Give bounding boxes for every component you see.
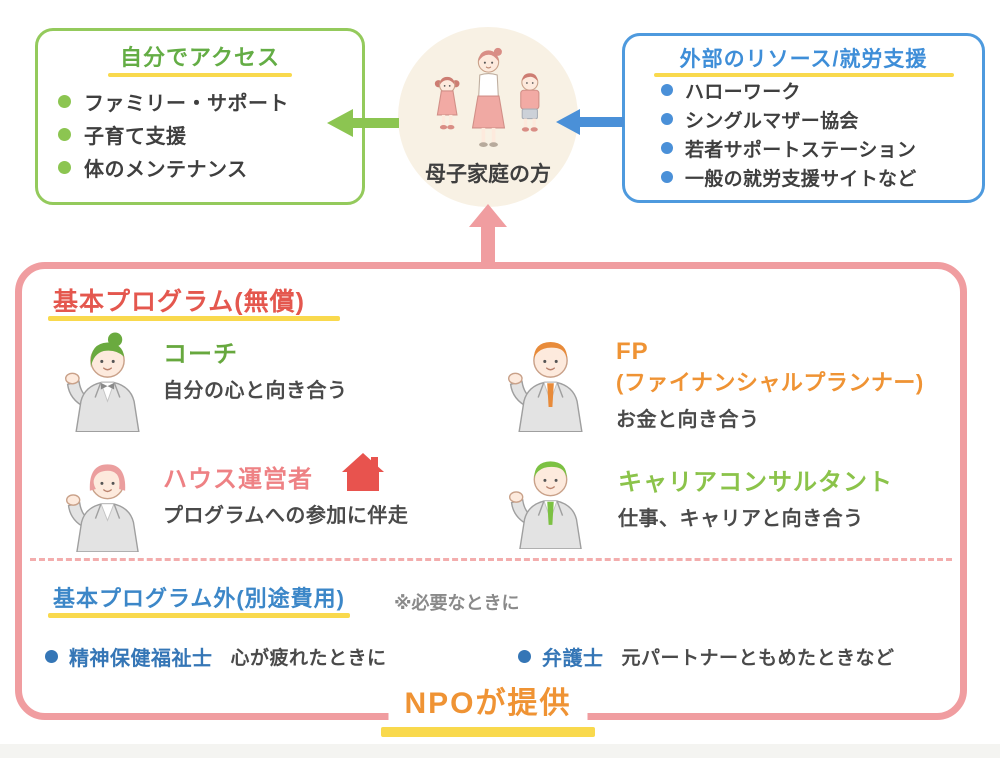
role-desc: 自分の心と向き合う — [163, 380, 348, 402]
extra-program-note: ※必要なときに — [394, 593, 520, 613]
list-item-label: 子育て支援 — [84, 125, 187, 148]
list-item-label: シングルマザー協会 — [685, 110, 859, 132]
role-fp: FP (ファイナンシャルプランナー) お金と向き合う — [616, 337, 924, 435]
specialist-name: 弁護士 — [542, 647, 604, 670]
bullet-icon — [45, 649, 58, 663]
green-arrow-left-icon — [327, 109, 399, 137]
program-title-underline — [48, 316, 340, 321]
list-item-label: 若者サポートステーション — [685, 139, 917, 161]
external-resources-list: ハローワーク シングルマザー協会 若者サポートステーション 一般の就労支援サイト… — [661, 79, 917, 190]
list-item-label: ファミリー・サポート — [84, 92, 289, 115]
list-item: 一般の就労支援サイトなど — [661, 166, 917, 190]
external-resources-title: 外部のリソース/就労支援 — [679, 48, 928, 71]
family-illustration — [434, 47, 540, 147]
role-desc: 仕事、キャリアと向き合う — [618, 508, 864, 530]
role-house-manager: ハウス運営者 プログラムへの参加に伴走 — [163, 465, 408, 531]
list-item: 若者サポートステーション — [661, 137, 917, 161]
role-coach: コーチ 自分の心と向き合う — [163, 340, 348, 406]
role-desc: お金と向き合う — [616, 409, 760, 431]
career-consultant-illustration — [509, 461, 582, 549]
role-name: キャリアコンサルタント — [618, 469, 893, 496]
list-item: シングルマザー協会 — [661, 108, 917, 132]
program-box: 基本プログラム(無償) コーチ 自分の心と向き合う — [15, 262, 967, 720]
self-access-list: ファミリー・サポート 子育て支援 体のメンテナンス — [58, 89, 289, 181]
bullet-icon — [58, 94, 71, 108]
role-name: ハウス運営者 — [163, 466, 313, 493]
npo-footer-label: NPOが提供 — [388, 684, 588, 724]
role-name: コーチ — [163, 341, 238, 368]
coach-illustration — [64, 332, 140, 432]
list-item: ハローワーク — [661, 79, 917, 103]
external-resources-title-underline — [653, 73, 954, 77]
external-resources-box: 外部のリソース/就労支援 ハローワーク シングルマザー協会 若者サポートステーシ… — [622, 33, 985, 203]
bullet-icon — [58, 160, 71, 174]
pink-arrow-up-icon — [469, 204, 507, 263]
role-career-consultant: キャリアコンサルタント 仕事、キャリアと向き合う — [618, 468, 893, 534]
extra-program-title: 基本プログラム外(別途費用) — [53, 586, 345, 611]
list-item: 弁護士 元パートナーともめたときなど — [518, 643, 895, 670]
blue-arrow-left-icon — [556, 109, 624, 135]
role-name-sub: (ファイナンシャルプランナー) — [616, 370, 924, 395]
self-access-box: 自分でアクセス ファミリー・サポート 子育て支援 体のメンテナンス — [35, 28, 365, 205]
house-manager-illustration — [66, 464, 139, 552]
bullet-icon — [661, 113, 673, 125]
self-access-title: 自分でアクセス — [120, 45, 280, 70]
house-icon — [342, 453, 384, 491]
role-desc: プログラムへの参加に伴走 — [163, 505, 409, 527]
bullet-icon — [518, 649, 531, 663]
specialist-desc: 元パートナーともめたときなど — [621, 647, 895, 669]
bullet-icon — [58, 127, 71, 141]
list-item-label: 体のメンテナンス — [84, 158, 248, 181]
npo-footer-underline — [381, 727, 595, 737]
specialist-name: 精神保健福祉士 — [69, 647, 213, 670]
bullet-icon — [661, 171, 673, 183]
bottom-strip — [0, 744, 1000, 758]
single-mother-family-circle: 母子家庭の方 — [398, 27, 578, 207]
list-item-label: 一般の就労支援サイトなど — [685, 168, 917, 190]
extra-program-title-underline — [48, 613, 350, 618]
divider — [30, 558, 952, 561]
family-circle-label: 母子家庭の方 — [425, 163, 551, 186]
role-name: FP — [616, 338, 649, 365]
list-item-label: ハローワーク — [685, 81, 801, 103]
self-access-title-underline — [108, 73, 292, 77]
bullet-icon — [661, 84, 673, 96]
list-item: 精神保健福祉士 心が疲れたときに — [45, 643, 387, 670]
bullet-icon — [661, 142, 673, 154]
list-item: ファミリー・サポート — [58, 89, 289, 115]
fp-illustration — [507, 341, 583, 432]
specialist-desc: 心が疲れたときに — [230, 647, 387, 669]
program-title: 基本プログラム(無償) — [53, 288, 305, 316]
list-item: 子育て支援 — [58, 122, 289, 148]
list-item: 体のメンテナンス — [58, 155, 289, 181]
